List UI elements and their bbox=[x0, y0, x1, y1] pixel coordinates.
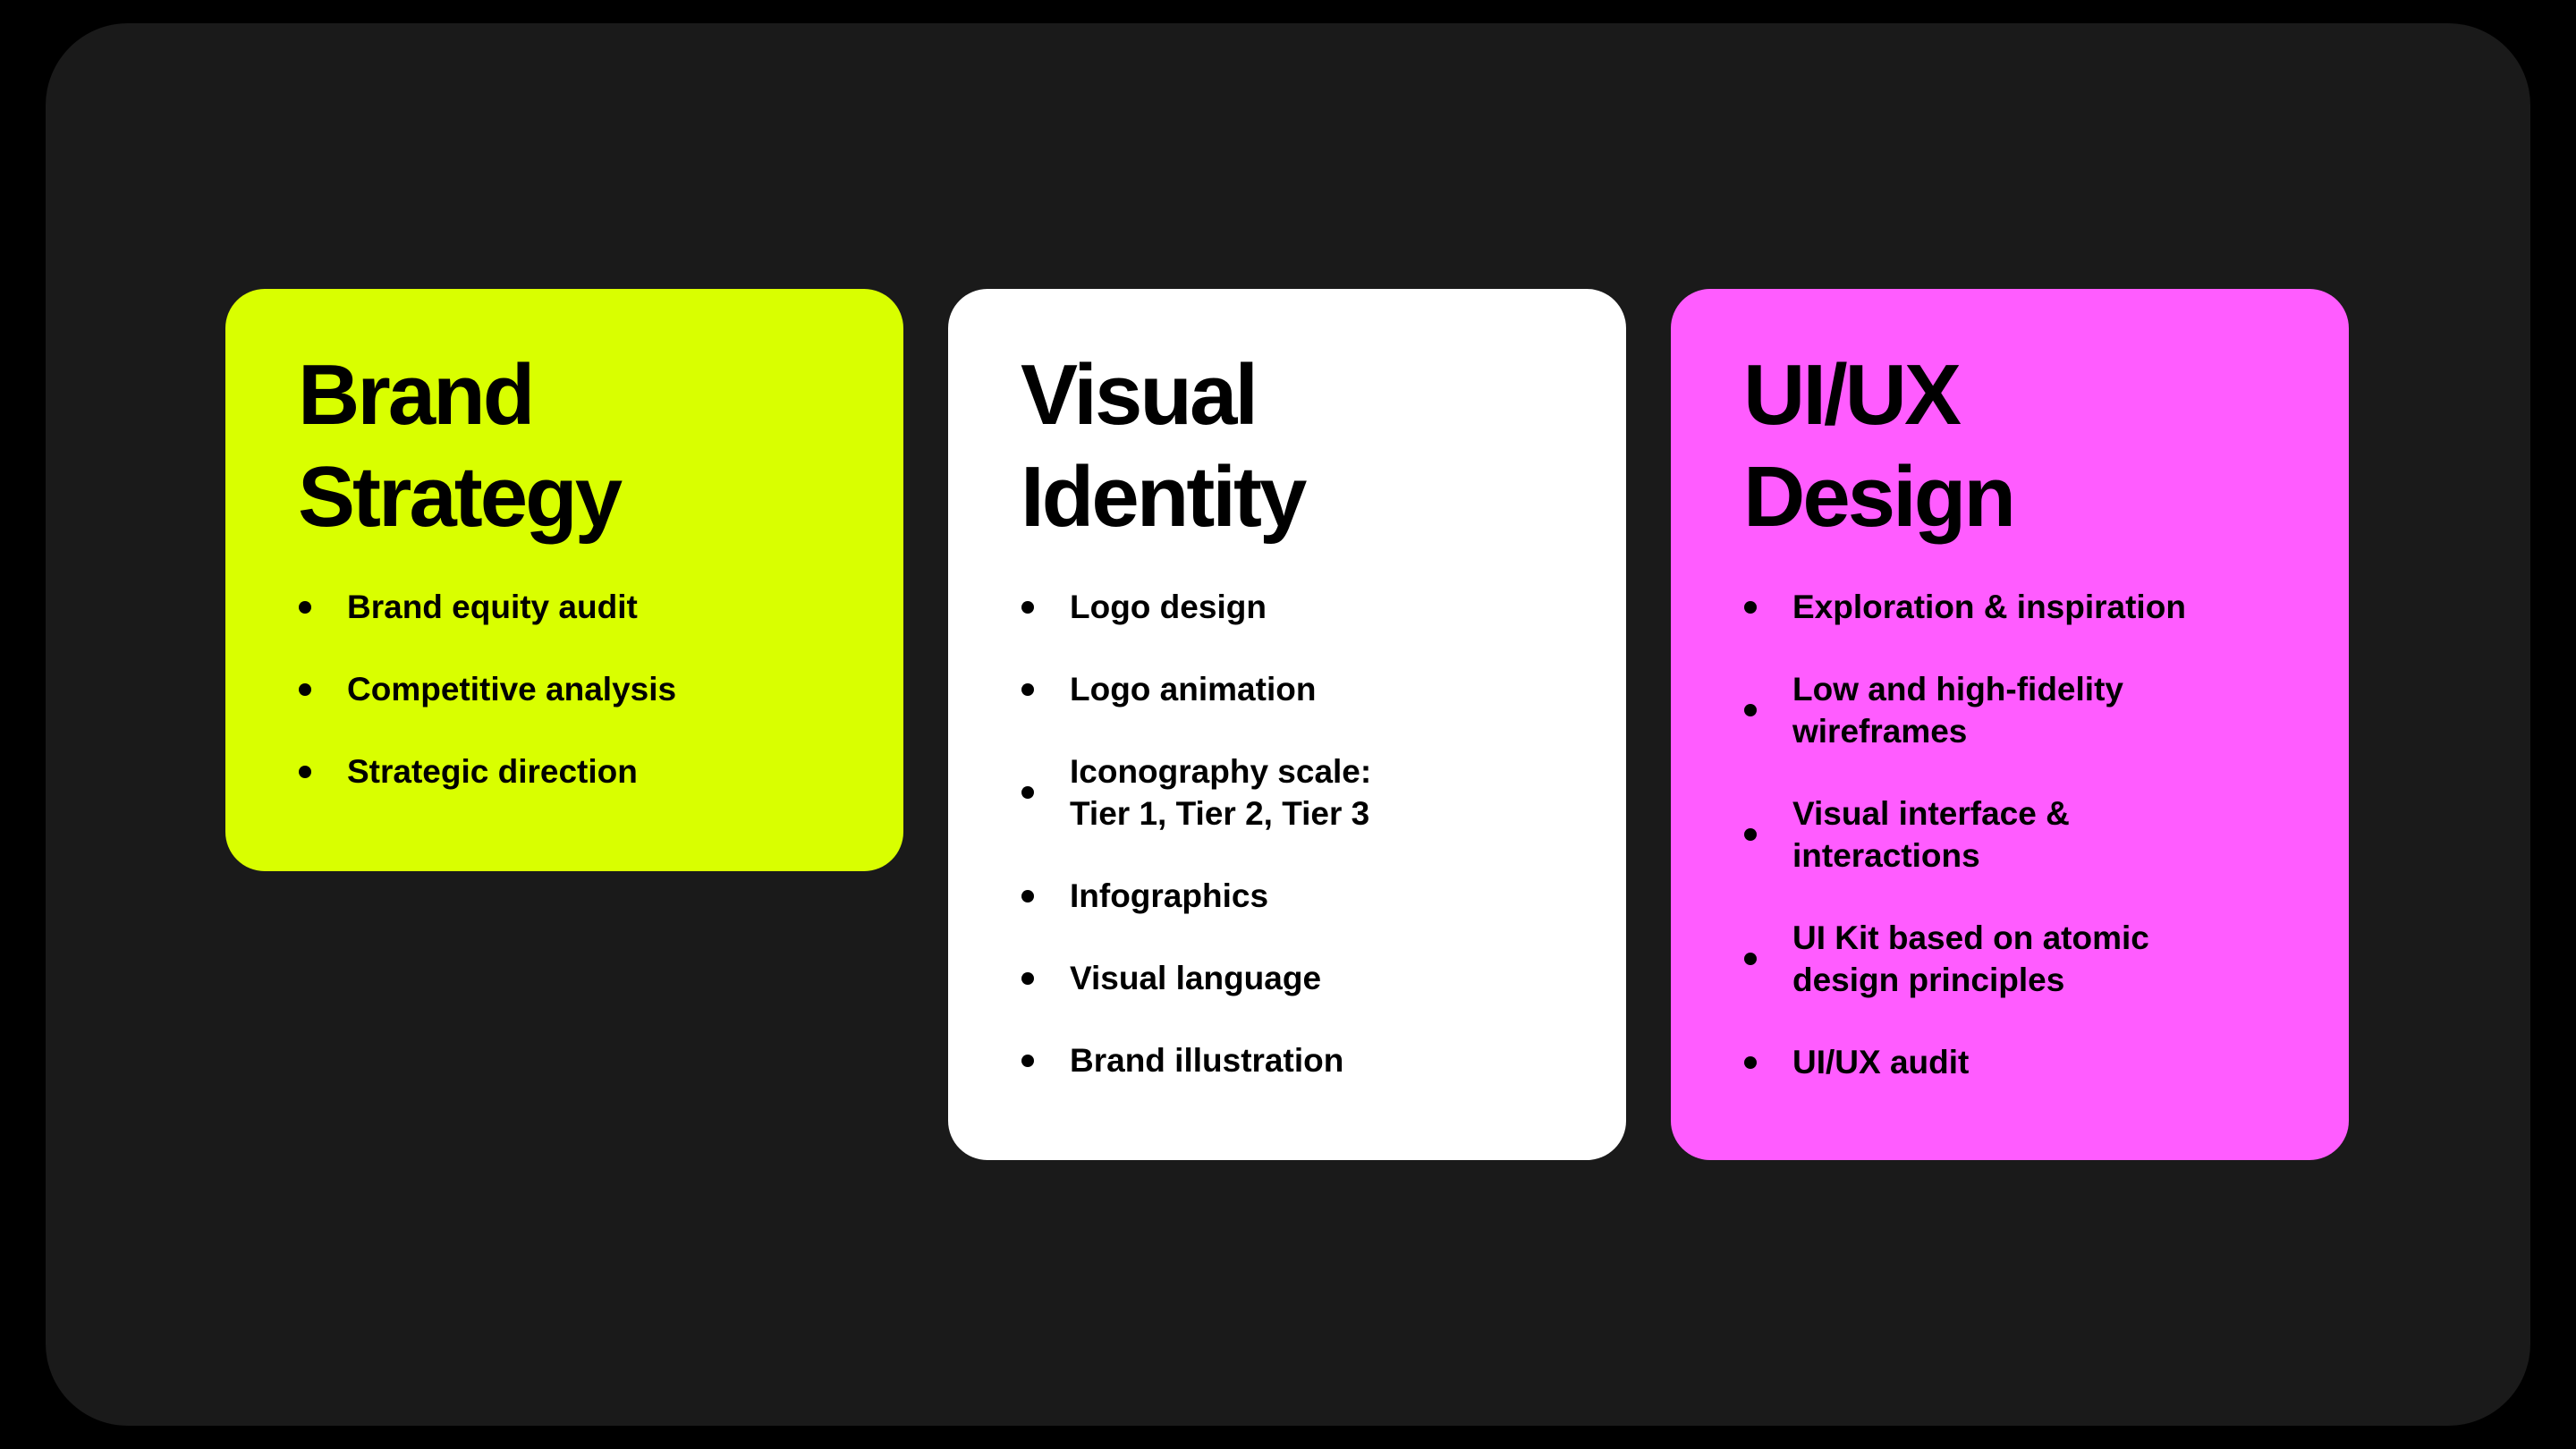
bullet-icon bbox=[1744, 704, 1757, 716]
list-item-label: Infographics bbox=[1070, 877, 1269, 914]
list-item-label: Visual language bbox=[1070, 960, 1322, 996]
list-item: Iconography scale: Tier 1, Tier 2, Tier … bbox=[1021, 750, 1405, 835]
bullet-icon bbox=[1744, 1055, 1757, 1069]
list-item: Logo animation bbox=[1021, 668, 1405, 710]
list-item-label: UI Kit based on atomic design principles bbox=[1792, 919, 2149, 998]
list-item: Logo design bbox=[1021, 586, 1405, 628]
title-line: Brand bbox=[298, 347, 535, 443]
list-item-label: UI/UX audit bbox=[1792, 1044, 1970, 1080]
list-item-label: Low and high-fidelity wireframes bbox=[1792, 671, 2123, 750]
list-item: Exploration & inspiration bbox=[1743, 586, 2244, 628]
card-title: UI/UX Design bbox=[1743, 344, 2016, 548]
bullet-icon bbox=[1021, 682, 1034, 696]
list-item-label: Visual interface & interactions bbox=[1792, 795, 2070, 874]
bullet-icon bbox=[299, 682, 311, 696]
list-item-label: Iconography scale: Tier 1, Tier 2, Tier … bbox=[1070, 753, 1372, 832]
bullet-icon bbox=[299, 600, 311, 614]
brand-strategy-card: Brand Strategy Brand equity audit Compet… bbox=[225, 289, 903, 871]
bullet-icon bbox=[299, 765, 311, 778]
bullet-icon bbox=[1744, 953, 1757, 965]
title-line: Visual bbox=[1021, 347, 1258, 443]
title-line: UI/UX bbox=[1743, 347, 1962, 443]
visual-identity-card: Visual Identity Logo design Logo animati… bbox=[948, 289, 1626, 1160]
bullet-icon bbox=[1021, 971, 1034, 985]
list-item: Brand equity audit bbox=[298, 586, 870, 628]
list-item: Visual language bbox=[1021, 957, 1405, 999]
bullet-icon bbox=[1744, 600, 1757, 614]
bullet-icon bbox=[1021, 1054, 1034, 1067]
service-list: Exploration & inspiration Low and high-f… bbox=[1743, 586, 2244, 1123]
service-list: Logo design Logo animation Iconography s… bbox=[1021, 586, 1405, 1122]
ui-ux-design-card: UI/UX Design Exploration & inspiration L… bbox=[1671, 289, 2349, 1160]
list-item-label: Brand equity audit bbox=[347, 589, 638, 625]
bullet-icon bbox=[1021, 600, 1034, 614]
bullet-icon bbox=[1021, 786, 1034, 799]
list-item: Low and high-fidelity wireframes bbox=[1743, 668, 2244, 752]
list-item: UI Kit based on atomic design principles bbox=[1743, 917, 2244, 1001]
list-item-label: Competitive analysis bbox=[347, 671, 677, 708]
list-item: Strategic direction bbox=[298, 750, 870, 792]
list-item-label: Logo design bbox=[1070, 589, 1267, 625]
list-item-label: Strategic direction bbox=[347, 753, 638, 790]
list-item-label: Exploration & inspiration bbox=[1792, 589, 2186, 625]
title-line: Strategy bbox=[298, 449, 623, 545]
card-title: Brand Strategy bbox=[298, 344, 623, 548]
card-title: Visual Identity bbox=[1021, 344, 1307, 548]
title-line: Identity bbox=[1021, 449, 1307, 545]
list-item: Competitive analysis bbox=[298, 668, 870, 710]
bullet-icon bbox=[1744, 828, 1757, 841]
service-list: Brand equity audit Competitive analysis … bbox=[298, 586, 870, 833]
title-line: Design bbox=[1743, 449, 2016, 545]
bullet-icon bbox=[1021, 889, 1034, 902]
list-item: Visual interface & interactions bbox=[1743, 792, 2244, 877]
list-item-label: Logo animation bbox=[1070, 671, 1317, 708]
list-item: Brand illustration bbox=[1021, 1039, 1405, 1081]
list-item: Infographics bbox=[1021, 875, 1405, 917]
list-item: UI/UX audit bbox=[1743, 1041, 2244, 1083]
list-item-label: Brand illustration bbox=[1070, 1042, 1344, 1079]
